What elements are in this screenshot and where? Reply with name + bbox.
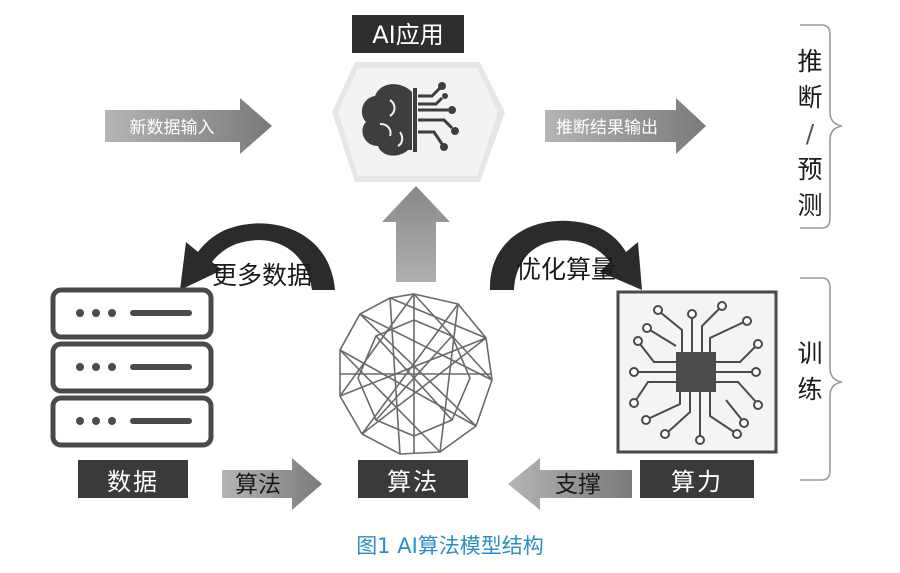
data-label-box: 数据 [78, 460, 188, 498]
inference-char: 预 [797, 155, 823, 184]
data-label: 数据 [107, 467, 159, 496]
output-arrow [545, 98, 706, 154]
inference-char: 测 [797, 191, 823, 220]
training-char: 训 [797, 339, 823, 368]
algorithm-arrow-label: 算法 [235, 472, 281, 498]
input-arrow [105, 98, 272, 154]
geodesic-sphere-icon [339, 293, 493, 455]
optimize-curved-arrow [489, 220, 642, 290]
output-label: 推断结果输出 [556, 118, 658, 138]
up-arrow [382, 186, 450, 282]
figure-caption: 图1 AI算法模型结构 [356, 534, 544, 558]
optimize-label: 优化算量 [516, 255, 616, 284]
inference-char: 推 [797, 47, 823, 76]
algorithm-label: 算法 [387, 467, 439, 496]
more-data-curved-arrow [180, 223, 335, 290]
training-text: 训 练 [794, 336, 826, 408]
algorithm-arrow [222, 458, 322, 510]
brain-circuit-icon [332, 62, 505, 182]
support-arrow [508, 458, 632, 510]
more-data-label: 更多数据 [212, 261, 312, 290]
app-title: AI应用 [372, 21, 444, 49]
compute-label: 算力 [671, 467, 723, 496]
app-title-box [352, 15, 464, 53]
support-arrow-label: 支撑 [555, 472, 601, 498]
algorithm-label-box: 算法 [358, 460, 468, 498]
inference-char: 断 [797, 83, 823, 112]
input-label: 新数据输入 [130, 118, 215, 138]
training-char: 练 [797, 375, 823, 404]
inference-bracket [800, 24, 843, 229]
compute-label-box: 算力 [640, 460, 754, 498]
server-stack-icon [50, 287, 214, 448]
training-bracket [800, 277, 843, 481]
inference-char: / [805, 119, 815, 148]
inference-text: 推 断 / 预 测 [794, 44, 826, 224]
chip-circuit-icon [616, 290, 778, 454]
